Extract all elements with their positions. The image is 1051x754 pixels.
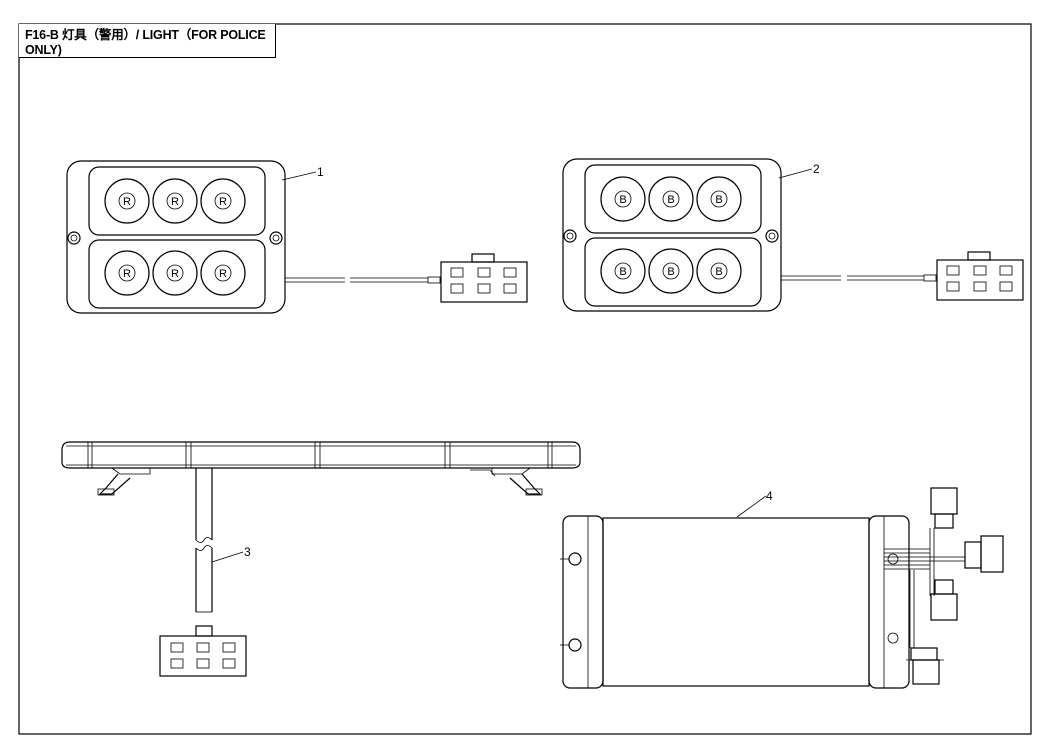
lens-bottom-1 bbox=[104, 250, 150, 296]
lens-bottom-3 bbox=[696, 248, 742, 294]
lens-letter: R bbox=[219, 196, 227, 208]
lens-top-3 bbox=[200, 178, 246, 224]
part-4-controller: 4 bbox=[560, 487, 1004, 689]
lens-letter: B bbox=[667, 266, 674, 278]
lens-letter: R bbox=[219, 268, 227, 280]
connector-3 bbox=[159, 625, 247, 677]
part-2-label: 2 bbox=[813, 162, 820, 176]
drawing-title: F16-B 灯具（警用）/ LIGHT（FOR POLICE ONLY) bbox=[19, 24, 276, 58]
part-1-label: 1 bbox=[317, 165, 324, 179]
lens-letter: B bbox=[619, 266, 626, 278]
lens-letter: B bbox=[667, 194, 674, 206]
lens-top-2 bbox=[152, 178, 198, 224]
lens-letter: R bbox=[171, 196, 179, 208]
lens-letter: B bbox=[619, 194, 626, 206]
lens-top-2 bbox=[648, 176, 694, 222]
part-4-label: 4 bbox=[766, 489, 773, 503]
connector-1 bbox=[440, 253, 528, 303]
lens-bottom-1 bbox=[600, 248, 646, 294]
part-1-red-lamp: R R R R R R 1 bbox=[66, 160, 528, 314]
lens-letter: R bbox=[171, 268, 179, 280]
lens-bottom-2 bbox=[152, 250, 198, 296]
lens-top-1 bbox=[600, 176, 646, 222]
lens-top-3 bbox=[696, 176, 742, 222]
lens-bottom-2 bbox=[648, 248, 694, 294]
lens-bottom-3 bbox=[200, 250, 246, 296]
sheet-border bbox=[18, 23, 1032, 735]
lens-top-1 bbox=[104, 178, 150, 224]
part-3-label: 3 bbox=[244, 545, 251, 559]
lens-letter: R bbox=[123, 268, 131, 280]
connector-2 bbox=[936, 251, 1024, 301]
lens-letter: R bbox=[123, 196, 131, 208]
lens-letter: B bbox=[715, 266, 722, 278]
part-3-light-bar: 3 bbox=[61, 441, 581, 677]
lens-letter: B bbox=[715, 194, 722, 206]
part-2-blue-lamp: B B B B B B 2 bbox=[562, 158, 1024, 312]
